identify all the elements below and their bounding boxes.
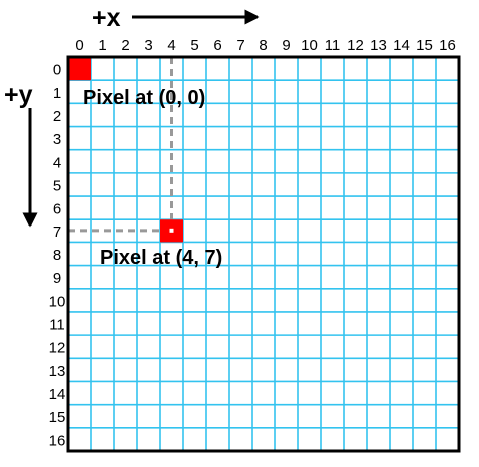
y-axis-label: +y <box>4 81 33 109</box>
y-tick-label: 0 <box>53 62 61 79</box>
x-tick-label: 13 <box>370 37 387 54</box>
x-tick-label: 6 <box>213 37 221 54</box>
x-tick-label: 15 <box>416 37 433 54</box>
x-tick-label: 16 <box>439 37 456 54</box>
x-tick-label: 3 <box>144 37 152 54</box>
x-tick-label: 9 <box>282 37 290 54</box>
y-tick-label: 5 <box>53 177 61 194</box>
grid-lines <box>68 57 459 451</box>
y-tick-label: 3 <box>53 131 61 148</box>
y-tick-label: 15 <box>49 409 66 426</box>
x-tick-label: 10 <box>301 37 318 54</box>
x-tick-label: 8 <box>259 37 267 54</box>
y-tick-label: 14 <box>49 386 66 403</box>
x-tick-label: 5 <box>190 37 198 54</box>
y-tick-label: 11 <box>49 317 65 334</box>
y-tick-label: 2 <box>53 108 61 125</box>
x-axis-label: +x <box>92 4 121 32</box>
y-tick-label: 9 <box>53 270 61 287</box>
x-tick-label: 11 <box>325 37 341 54</box>
pixel-4-7-label: Pixel at (4, 7) <box>100 247 222 269</box>
x-tick-label: 1 <box>98 37 106 54</box>
y-tick-label: 4 <box>53 154 61 171</box>
grid-border <box>66 55 461 453</box>
y-tick-label: 1 <box>53 85 61 102</box>
pixel-guide-lines <box>68 57 173 233</box>
y-tick-label: 16 <box>49 432 66 449</box>
x-tick-label: 14 <box>393 37 410 54</box>
pixel-center-dot <box>169 228 174 233</box>
pixel-0-0-label: Pixel at (0, 0) <box>83 87 205 109</box>
x-tick-label: 12 <box>347 37 364 54</box>
x-tick-label: 0 <box>75 37 83 54</box>
y-tick-label: 12 <box>49 340 66 357</box>
y-tick-label: 8 <box>53 247 61 264</box>
y-tick-label: 13 <box>49 363 66 380</box>
y-tick-label: 10 <box>49 293 66 310</box>
pixel-marker-0-0 <box>68 57 91 81</box>
x-tick-label: 2 <box>121 37 129 54</box>
y-tick-label: 6 <box>53 201 61 218</box>
pixel-markers <box>68 57 183 243</box>
y-tick-label: 7 <box>53 224 61 241</box>
x-tick-label: 7 <box>236 37 244 54</box>
x-tick-label: 4 <box>167 37 175 54</box>
